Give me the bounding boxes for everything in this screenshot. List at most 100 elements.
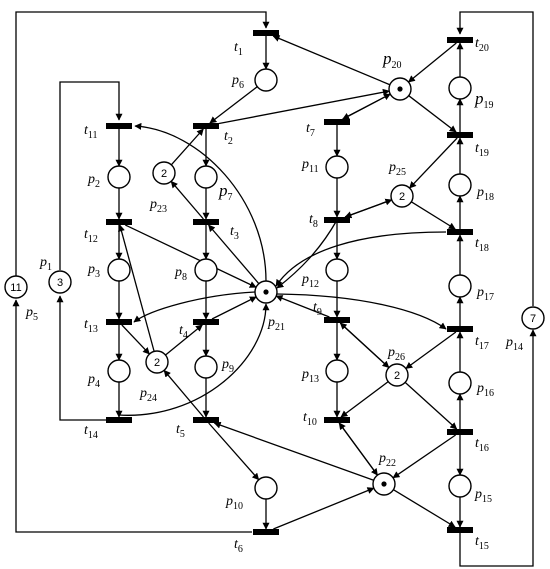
place-label: p20 bbox=[382, 49, 402, 71]
place-p25: 2 bbox=[390, 184, 414, 208]
place-p12 bbox=[325, 258, 349, 282]
place-label: p5 bbox=[25, 305, 38, 323]
arc-p21-t13 bbox=[133, 291, 256, 323]
transition-label: t16 bbox=[475, 436, 489, 454]
transition-label: t3 bbox=[230, 224, 239, 242]
place-label: p26 bbox=[387, 345, 405, 363]
arc-t13-p24 bbox=[121, 324, 150, 355]
place-label: p13 bbox=[301, 367, 319, 385]
transition-t6 bbox=[253, 529, 279, 535]
token-count: 2 bbox=[161, 168, 167, 180]
place-label: p4 bbox=[87, 372, 100, 390]
transition-t17 bbox=[447, 326, 473, 332]
transition-bar bbox=[447, 527, 473, 533]
arc-t14-p21 bbox=[118, 303, 270, 416]
transition-label: t20 bbox=[475, 36, 489, 54]
transition-bar bbox=[324, 119, 350, 125]
arc-p26-t10 bbox=[340, 381, 389, 418]
arc-t3-p23 bbox=[170, 180, 204, 220]
transition-bar bbox=[253, 529, 279, 535]
place-p18 bbox=[448, 173, 472, 197]
arc-p6-t2 bbox=[209, 86, 258, 124]
transition-label: t4 bbox=[179, 323, 188, 341]
arc-p26-t16 bbox=[404, 381, 458, 430]
arc-t6-p22 bbox=[273, 487, 375, 530]
place-circle bbox=[254, 68, 278, 92]
place-label: p21 bbox=[267, 315, 285, 333]
transition-label: t18 bbox=[475, 236, 489, 254]
transition-label: t8 bbox=[309, 212, 318, 230]
place-p26: 2 bbox=[385, 363, 409, 387]
transition-t20 bbox=[447, 37, 473, 43]
transition-label: t14 bbox=[84, 423, 98, 441]
transition-bar bbox=[447, 326, 473, 332]
transition-label: t9 bbox=[313, 300, 322, 318]
transition-bar bbox=[106, 219, 132, 225]
place-p22 bbox=[372, 472, 396, 496]
place-p17 bbox=[448, 274, 472, 298]
transition-t5 bbox=[193, 417, 219, 423]
place-circle bbox=[448, 173, 472, 197]
transition-label: t10 bbox=[303, 410, 317, 428]
transition-t9 bbox=[324, 317, 350, 323]
place-p1: 3 bbox=[48, 270, 72, 294]
transition-label: t19 bbox=[475, 141, 489, 159]
arc-t19-p25 bbox=[409, 137, 458, 189]
token-count: 2 bbox=[394, 370, 400, 382]
token-count: 2 bbox=[399, 191, 405, 203]
transition-t18 bbox=[447, 229, 473, 235]
place-label: p1 bbox=[39, 255, 52, 273]
arc-t18-p21 bbox=[275, 231, 447, 287]
transition-t2 bbox=[193, 123, 219, 129]
place-circle bbox=[254, 476, 278, 500]
place-circle bbox=[145, 350, 169, 374]
place-label: p12 bbox=[301, 272, 319, 290]
place-p24: 2 bbox=[145, 350, 169, 374]
transition-t7 bbox=[324, 119, 350, 125]
arc-p24-t12 bbox=[118, 224, 155, 352]
place-p2 bbox=[107, 165, 131, 189]
arc-t12-p21 bbox=[125, 224, 257, 288]
place-p6 bbox=[254, 68, 278, 92]
arc-t5-p10 bbox=[208, 422, 260, 481]
place-circle bbox=[325, 258, 349, 282]
place-circle bbox=[194, 355, 218, 379]
transition-bar bbox=[106, 123, 132, 129]
place-p4 bbox=[107, 359, 131, 383]
arc-p22-t5 bbox=[213, 421, 374, 481]
transition-t11 bbox=[106, 123, 132, 129]
place-circle bbox=[325, 359, 349, 383]
place-circle bbox=[107, 165, 131, 189]
arc-p20-t19 bbox=[408, 95, 457, 133]
place-label: p14 bbox=[505, 335, 523, 353]
place-label: p3 bbox=[87, 262, 100, 280]
arc-t8-p25 bbox=[344, 198, 393, 218]
place-p8 bbox=[194, 258, 218, 282]
place-label: p19 bbox=[474, 89, 494, 111]
place-label: p16 bbox=[476, 381, 494, 399]
place-circle bbox=[194, 258, 218, 282]
transition-bar bbox=[193, 219, 219, 225]
place-circle bbox=[448, 274, 472, 298]
transition-label: t15 bbox=[475, 534, 489, 552]
transition-t16 bbox=[447, 429, 473, 435]
place-circle bbox=[152, 161, 176, 185]
arc-p21-t3 bbox=[208, 224, 260, 285]
place-label: p24 bbox=[139, 386, 157, 404]
transition-t13 bbox=[106, 319, 132, 325]
token-dot bbox=[263, 289, 269, 295]
transition-label: t13 bbox=[84, 317, 98, 335]
transition-t15 bbox=[447, 527, 473, 533]
place-p16 bbox=[448, 371, 472, 395]
transition-label: t7 bbox=[306, 121, 315, 139]
token-dot bbox=[381, 481, 387, 487]
transition-t1 bbox=[253, 30, 279, 36]
place-label: p7 bbox=[218, 181, 233, 203]
transition-bar bbox=[447, 132, 473, 138]
transition-t4 bbox=[193, 319, 219, 325]
token-count: 3 bbox=[57, 277, 63, 289]
arc-p1-t11 bbox=[59, 81, 123, 270]
transition-t12 bbox=[106, 219, 132, 225]
place-p10 bbox=[254, 476, 278, 500]
